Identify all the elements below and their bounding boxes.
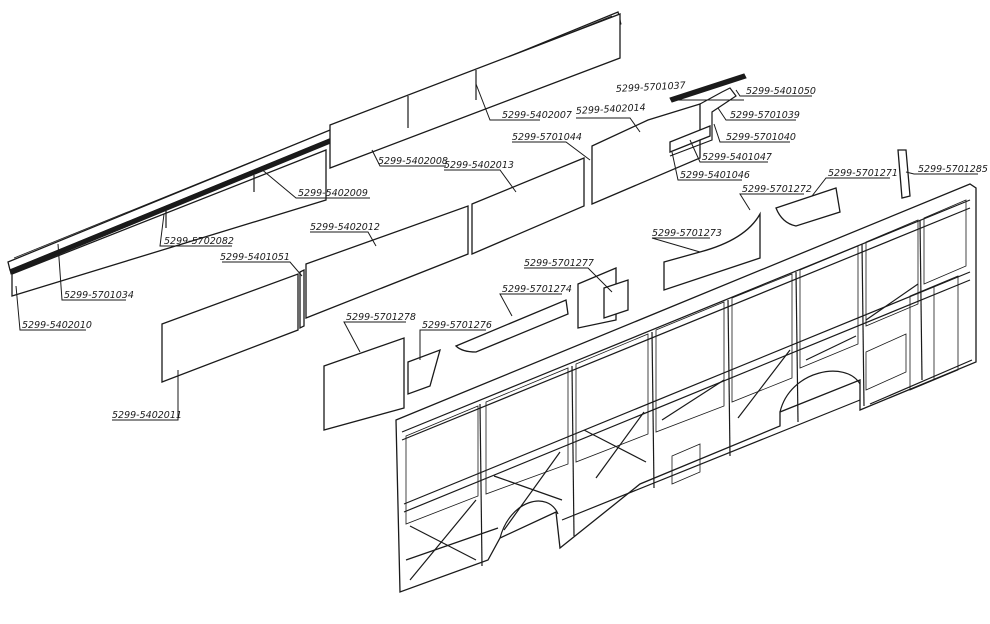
label-5299-5402010: 5299-5402010 [22,320,92,331]
label-5299-5401051: 5299-5401051 [220,252,290,263]
label-5299-5401046: 5299-5401046 [680,170,750,181]
label-5299-5402014: 5299-5402014 [576,102,646,117]
roof-rail-strip-upper [7,11,622,297]
label-5299-5701274: 5299-5701274 [502,284,572,295]
label-5299-5402008: 5299-5402008 [378,156,448,167]
label-5299-5701277: 5299-5701277 [524,258,594,269]
label-5299-5701271: 5299-5701271 [828,168,898,179]
label-5299-5402011: 5299-5402011 [112,410,182,421]
side-frame-structure [395,183,977,593]
label-5299-5401047: 5299-5401047 [702,152,772,163]
part-labels: 5299-5701037 5299-5401050 5299-5402007 5… [22,80,988,421]
label-5299-5701044: 5299-5701044 [512,132,582,143]
label-5299-5701034: 5299-5701034 [64,290,134,301]
upper-side-panels [161,103,701,383]
label-5299-5402009: 5299-5402009 [298,188,368,199]
label-5299-5701040: 5299-5701040 [726,132,796,143]
label-5299-5702082: 5299-5702082 [164,236,234,247]
label-5299-5402012: 5299-5402012 [310,222,380,233]
label-5299-5701272: 5299-5701272 [742,184,812,195]
middle-lower-panels [323,187,841,431]
label-5299-5402007: 5299-5402007 [502,110,572,121]
label-5299-5701276: 5299-5701276 [422,320,492,331]
label-5299-5701037: 5299-5701037 [616,80,686,95]
label-5299-5402013: 5299-5402013 [444,160,514,171]
label-5299-5701278: 5299-5701278 [346,312,416,323]
label-5299-5701039: 5299-5701039 [730,110,800,121]
label-5299-5701285: 5299-5701285 [918,164,988,175]
label-5299-5701273: 5299-5701273 [652,228,722,239]
label-5299-5401050: 5299-5401050 [746,86,816,97]
roof-trim-pieces [669,73,911,199]
leader-lines [15,83,978,421]
